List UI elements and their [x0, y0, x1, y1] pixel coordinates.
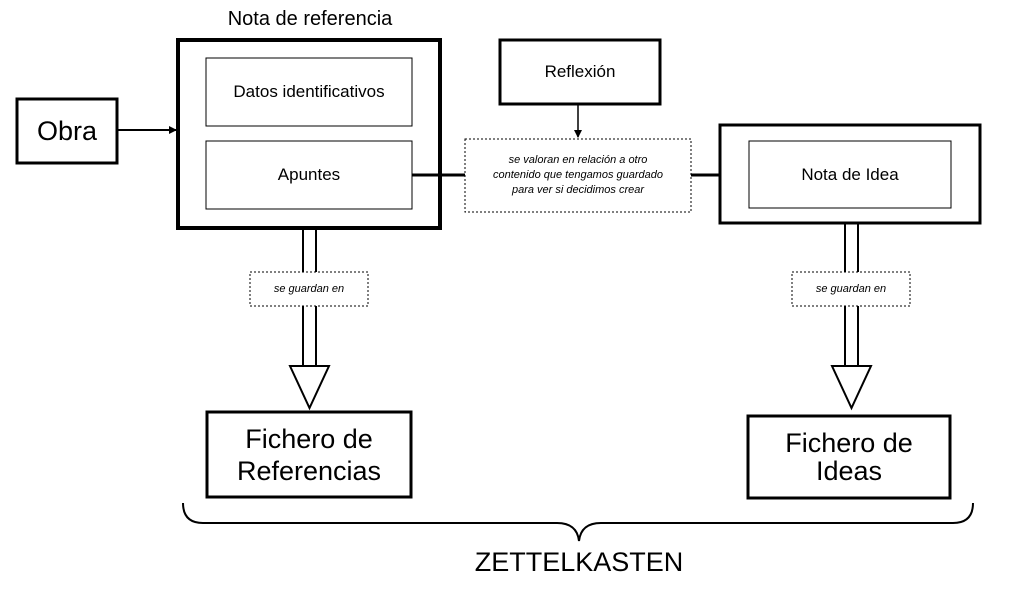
valoran-note-text: se valoran en relación a otro contenido … — [492, 154, 664, 196]
fichero-ideas-label: Fichero de Ideas — [785, 428, 913, 486]
zettelkasten-label: ZETTELKASTEN — [474, 546, 684, 577]
nota-idea-inner-box — [748, 140, 952, 209]
se-guardan-right-label: se guardan en — [815, 283, 887, 295]
fichero-referencias-box — [205, 410, 413, 499]
se-guardan-left-label: se guardan en — [273, 283, 345, 295]
datos-identificativos-label: Datos identificativos — [233, 82, 385, 101]
se-guardan-right-box — [791, 271, 911, 307]
valoran-note-box — [464, 138, 692, 213]
hollow-arrow-left — [288, 228, 331, 411]
zettelkasten-brace — [182, 502, 974, 542]
obra-box — [15, 97, 119, 165]
nota-idea-label: Nota de Idea — [801, 164, 899, 184]
fichero-ideas-box — [746, 414, 952, 500]
reflexion-box — [498, 38, 662, 106]
nota-referencia-title: Nota de referencia — [227, 7, 393, 30]
reflexion-label: Reflexión — [544, 62, 616, 81]
se-guardan-left-box — [249, 271, 369, 307]
hollow-arrow-right — [830, 223, 873, 411]
fichero-referencias-label: Fichero de Referencias — [236, 423, 382, 486]
obra-label: Obra — [36, 115, 98, 146]
apuntes-label: Apuntes — [277, 165, 341, 184]
datos-identificativos-box — [205, 57, 413, 127]
